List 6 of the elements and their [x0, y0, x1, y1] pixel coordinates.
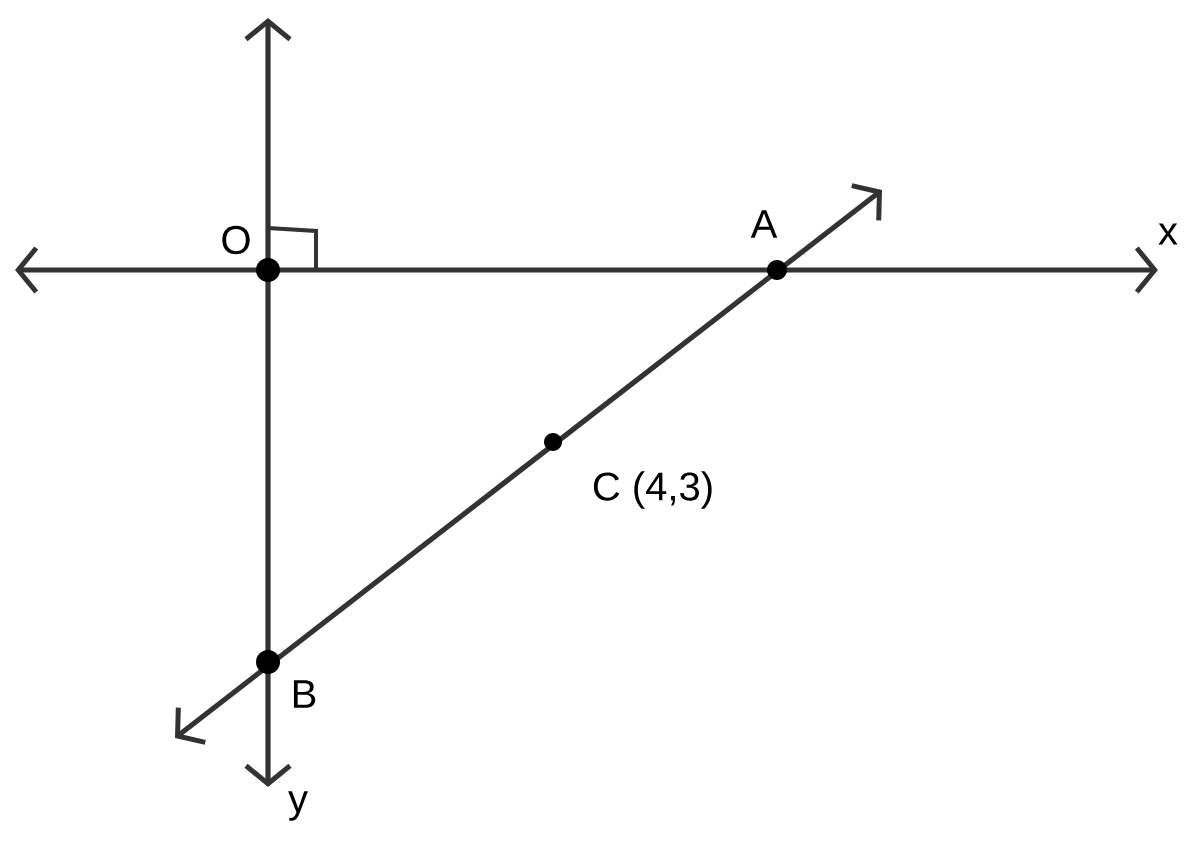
point-label: C (4,3) — [593, 471, 712, 509]
point-label: A — [750, 210, 778, 238]
axis-label: x — [1158, 223, 1178, 245]
point-label: O — [222, 225, 250, 255]
point-label: B — [293, 680, 316, 708]
axis-label: y — [288, 791, 308, 821]
